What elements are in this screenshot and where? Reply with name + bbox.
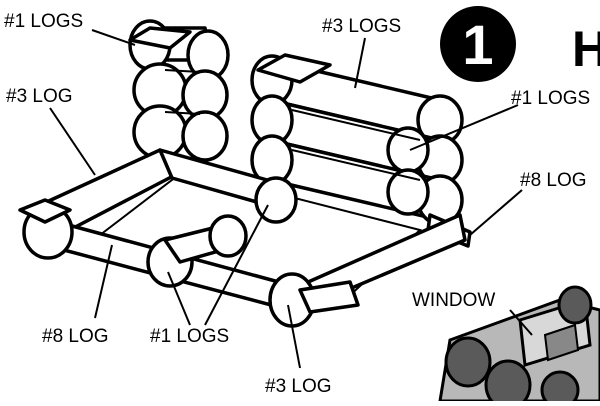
window-piece [438,285,600,406]
right-wall [250,53,472,248]
step-badge: 1 H [440,6,600,82]
left-stack [128,19,230,162]
label-left-log: #3 LOG [6,86,73,107]
callout-labels: #1 LOGS #3 LOG #3 LOGS #1 LOGS #8 LOG #8… [4,11,590,397]
heading-fragment: H [572,21,600,77]
step-circle-icon [440,6,516,82]
label-bottom-log: #3 LOG [265,376,332,397]
label-bottom-center-logs: #1 LOGS [150,326,229,347]
label-right-logs: #1 LOGS [511,88,590,109]
step-number: 1 [462,13,493,76]
label-top-left-logs: #1 LOGS [4,11,83,32]
label-window: WINDOW [412,290,495,311]
label-bottom-left-log: #8 LOG [42,326,109,347]
label-top-center-logs: #3 LOGS [322,16,401,37]
label-right-log: #8 LOG [520,170,587,191]
floor-frame [18,148,467,328]
leader-lines [49,29,533,369]
